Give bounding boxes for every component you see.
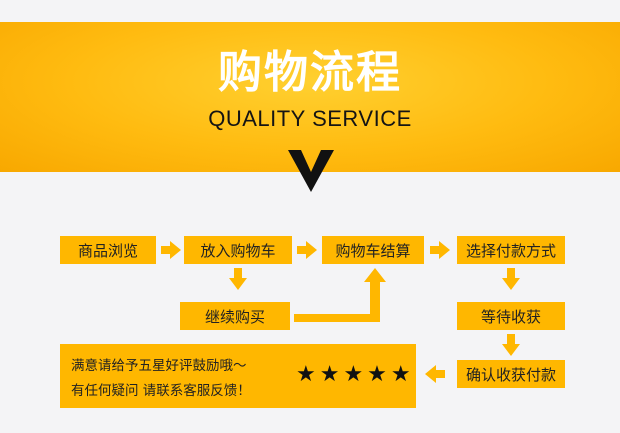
arrow-down-icon [502,334,520,356]
arrow-right-icon [430,241,450,259]
step-checkout: 购物车结算 [322,236,424,264]
feedback-line-2: 有任何疑问 请联系客服反馈！ [71,383,251,399]
arrow-down-icon [229,268,247,290]
step-wait: 等待收获 [457,302,565,330]
step-checkout-label: 购物车结算 [335,241,411,260]
step-payment: 选择付款方式 [457,236,565,264]
page-title: 购物流程 [218,47,402,98]
arrow-connector-icon [294,268,386,322]
arrow-left-icon [425,365,445,383]
chevron-down-icon [288,150,334,192]
step-confirm-label: 确认收获付款 [465,365,556,384]
step-add-to-cart: 放入购物车 [184,236,292,264]
star-rating-icon: ★★★★★ [296,362,415,387]
step-browse: 商品浏览 [60,236,156,264]
step-continue: 继续购买 [180,302,290,330]
step-add-to-cart-label: 放入购物车 [200,241,276,260]
page-subtitle: QUALITY SERVICE [208,106,412,131]
header-banner [0,22,620,172]
arrow-right-icon [297,241,317,259]
step-confirm: 确认收获付款 [457,360,565,388]
step-browse-label: 商品浏览 [77,241,138,260]
arrow-down-icon [502,268,520,290]
feedback-box: 满意请给予五星好评鼓励哦～ 有任何疑问 请联系客服反馈！ ★★★★★ [60,344,416,408]
step-continue-label: 继续购买 [204,307,265,326]
arrow-right-icon [161,241,181,259]
step-payment-label: 选择付款方式 [465,241,556,260]
step-wait-label: 等待收获 [480,307,541,326]
feedback-line-1: 满意请给予五星好评鼓励哦～ [71,358,247,374]
